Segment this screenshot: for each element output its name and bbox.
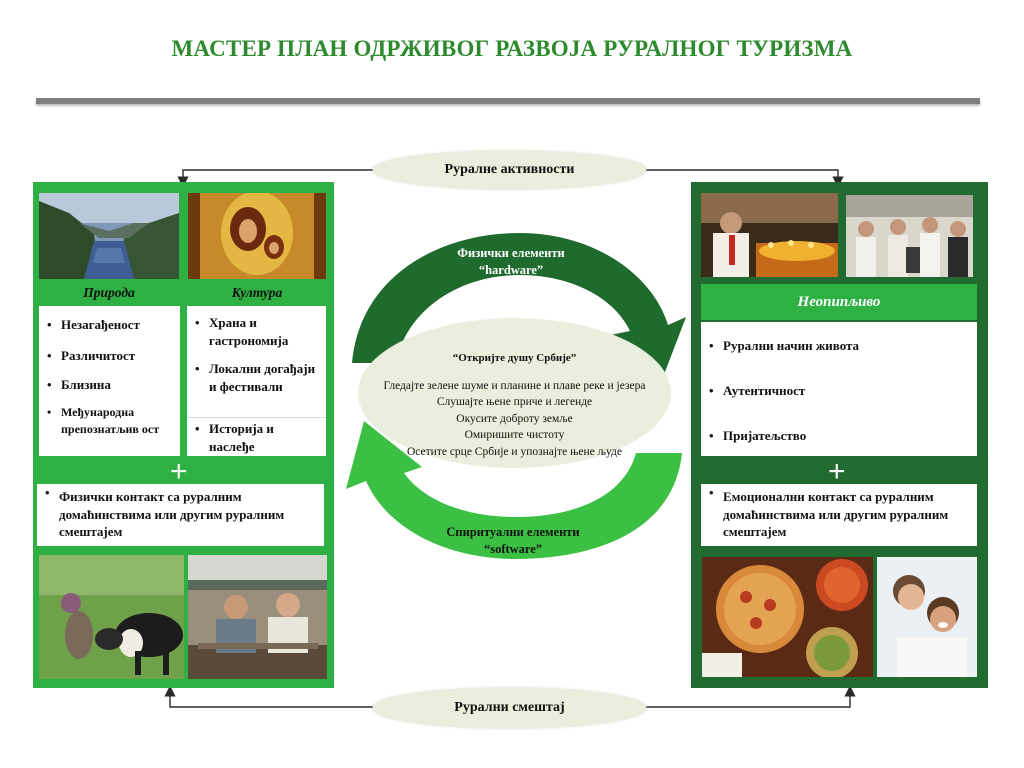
hardware-title: Физички елементи <box>457 246 565 260</box>
hardware-subtitle: “hardware” <box>478 262 544 277</box>
rural-accommodation-pill: Рурални смештај <box>373 688 646 728</box>
top-connector-left <box>177 169 373 188</box>
physical-contact-box: Физички контакт са руралним домаћинствим… <box>37 484 324 546</box>
slogan-line-2: Слушајте њене приче и легенде <box>436 396 593 409</box>
title-divider <box>36 98 980 104</box>
hardware-arrow <box>352 233 686 385</box>
celebration-photo <box>846 195 973 277</box>
right-plus-sign: + <box>828 455 846 488</box>
nature-photo <box>39 193 179 279</box>
slogan-line-4: Омиришите чистоту <box>464 429 565 442</box>
software-subtitle: “software” <box>483 541 543 556</box>
left-plus-sign: + <box>170 455 188 488</box>
slogan-line-1: Гледајте зелене шуме и планине и плаве р… <box>383 380 646 392</box>
intangible-header: Неопипљиво <box>701 284 977 320</box>
culture-list-box: Храна и гастрономија Локални догађаји и … <box>187 306 326 456</box>
intangible-list-box: Рурални начин живота Аутентичност Пријат… <box>701 322 977 456</box>
nature-label: Природа <box>83 285 135 300</box>
nature-item-4: Међународна препознатљив ост <box>39 404 173 439</box>
culture-label: Култура <box>231 285 283 300</box>
rural-activities-pill: Руралне активности <box>373 151 646 189</box>
physical-contact-text: Физички контакт са руралним домаћинствим… <box>37 484 311 541</box>
slogan-line-5: Осетите срце Србије и упознајте њене људ… <box>406 445 622 458</box>
family-photo <box>877 557 977 677</box>
tradition-photo <box>701 193 838 277</box>
culture-item-2: Локални догађаји и фестивали <box>187 360 319 395</box>
food-photo <box>702 557 873 677</box>
farmers-photo <box>188 555 327 679</box>
nature-list-box: Незагађеност Различитост Близина Међунар… <box>39 306 180 456</box>
emotional-contact-text: Емоционални контакт са руралним домаћинс… <box>701 484 969 541</box>
girl-calf-photo <box>39 555 184 679</box>
top-connector-right <box>646 169 844 188</box>
culture-item-3: Историја и наслеђе <box>187 420 319 455</box>
center-ellipse <box>358 318 671 468</box>
emotional-contact-box: Емоционални контакт са руралним домаћинс… <box>701 484 977 546</box>
culture-item-1: Храна и гастрономија <box>187 314 325 349</box>
intangible-item-1: Рурални начин живота <box>701 337 973 355</box>
bottom-connector-left <box>164 685 373 708</box>
slogan: “Откријте душу Србије” <box>452 352 577 364</box>
software-label: Спиритуални елементи “software” <box>408 524 618 558</box>
nature-item-3: Близина <box>39 376 179 394</box>
cycle-arrows <box>346 233 686 559</box>
intangible-item-2: Аутентичност <box>701 382 973 400</box>
software-title: Спиритуални елементи <box>446 525 580 539</box>
rural-activities-label: Руралне активности <box>444 162 575 177</box>
page-title: МАСТЕР ПЛАН ОДРЖИВОГ РАЗВОЈА РУРАЛНОГ ТУ… <box>171 36 853 61</box>
hardware-label: Физички елементи “hardware” <box>411 245 611 279</box>
nature-item-1: Незагађеност <box>39 316 179 334</box>
intangible-label: Неопипљиво <box>797 293 881 310</box>
intangible-item-3: Пријатељство <box>701 427 973 445</box>
bottom-connector-right <box>646 685 856 708</box>
slogan-lines: Гледајте зелене шуме и планине и плаве р… <box>358 378 671 460</box>
software-arrow <box>346 421 682 559</box>
nature-item-2: Различитост <box>39 347 179 365</box>
slogan-line-3: Окусите доброту земље <box>456 412 573 425</box>
rural-accommodation-label: Рурални смештај <box>454 700 565 715</box>
culture-photo <box>188 193 326 279</box>
